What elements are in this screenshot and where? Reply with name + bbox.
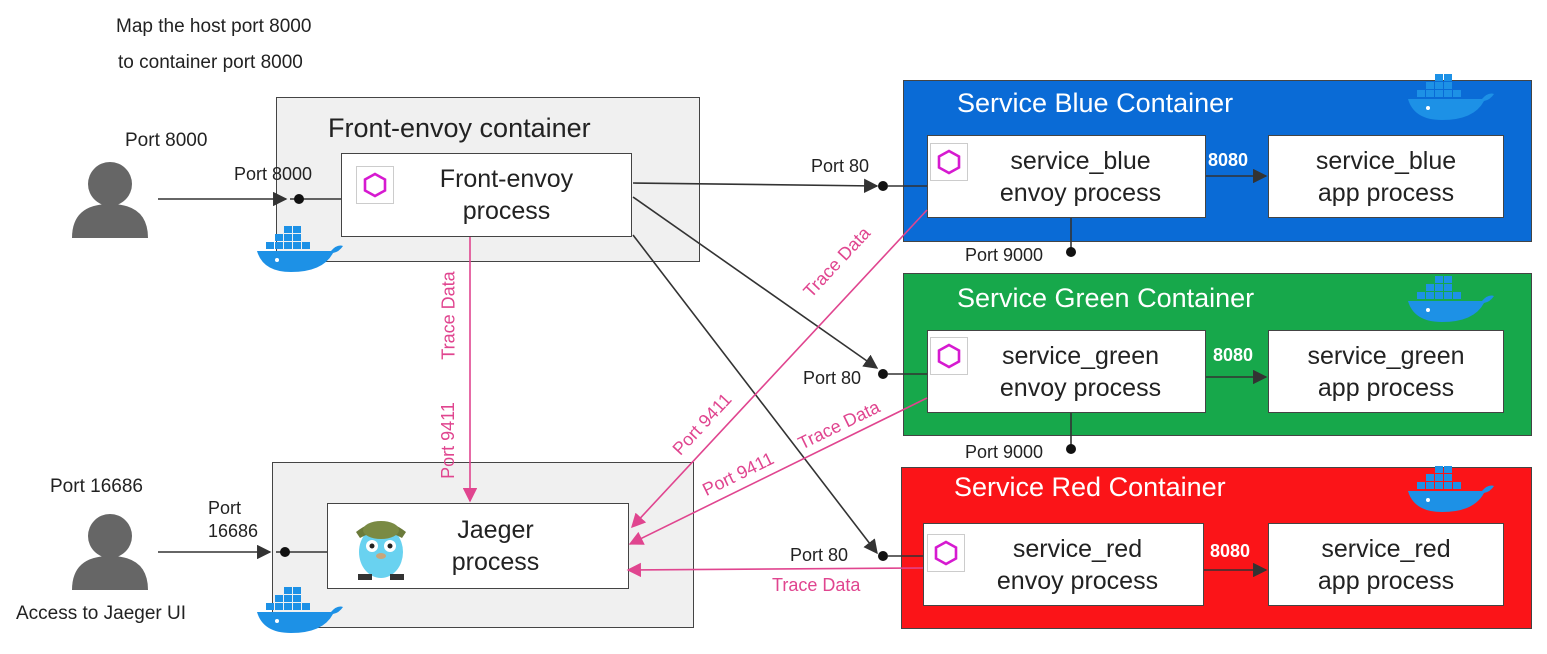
- map-note-line1: Map the host port 8000: [116, 16, 312, 37]
- service-blue-app-line2: app process: [1317, 178, 1455, 207]
- user-icon: [72, 162, 148, 238]
- service-green-admin-port: Port 9000: [965, 442, 1044, 462]
- service-green-envoy-line2: envoy process: [999, 373, 1162, 402]
- service-green-app-port: 8080: [1213, 345, 1254, 365]
- front-envoy-process-line2: process: [462, 197, 551, 225]
- map-note-line2: to container port 8000: [118, 52, 303, 73]
- green-admin-dot: [1066, 444, 1076, 454]
- front-to-blue-arrow: [632, 178, 879, 194]
- service-blue-container-title: Service Blue Container: [957, 88, 1234, 118]
- envoy-hexagon-icon: [930, 337, 968, 375]
- service-green-envoy-box: service_green envoy process: [927, 330, 1206, 413]
- jaeger-gopher-icon: [356, 521, 406, 580]
- front-envoy-port-label: Port 8000: [234, 164, 313, 184]
- docker-whale-icon: [1408, 276, 1494, 322]
- blue-trace-arrow: [631, 209, 928, 529]
- green-trace-arrow: [628, 397, 928, 545]
- service-red-envoy-box: service_red envoy process: [923, 523, 1204, 606]
- jaeger-process-line1: Jaeger: [457, 516, 534, 544]
- blue-admin-dot: [1066, 247, 1076, 257]
- blue-port-dot: [878, 181, 888, 191]
- user-icon: [72, 514, 148, 590]
- service-blue-app-line1: service_blue: [1315, 146, 1457, 175]
- service-red-app-box: service_red app process: [1268, 523, 1504, 606]
- jaeger-port-dot: [280, 547, 290, 557]
- user-port-16686-label: Port 16686: [50, 476, 143, 497]
- green-port-dot: [878, 369, 888, 379]
- front-trace-port-label: Port 9411: [437, 402, 458, 479]
- service-blue-envoy-line1: service_blue: [1010, 146, 1151, 175]
- service-blue-envoy-box: service_blue envoy process: [927, 135, 1206, 218]
- docker-whale-icon: [1408, 466, 1494, 512]
- front-envoy-process-line1: Front-envoy: [439, 165, 574, 193]
- service-red-envoy-line2: envoy process: [996, 566, 1159, 595]
- envoy-hexagon-icon: [930, 143, 968, 181]
- service-green-container-title: Service Green Container: [957, 283, 1255, 313]
- service-green-port-in: Port 80: [803, 368, 862, 388]
- user-port-8000-label: Port 8000: [125, 130, 208, 151]
- service-blue-app-port: 8080: [1208, 150, 1249, 170]
- service-green-app-line1: service_green: [1307, 341, 1465, 370]
- jaeger-port-line1: Port: [208, 498, 242, 518]
- service-red-app-port: 8080: [1210, 541, 1251, 561]
- service-green-envoy-line1: service_green: [1001, 341, 1159, 370]
- front-envoy-port-dot: [294, 194, 304, 204]
- envoy-hexagon-icon: [356, 166, 394, 204]
- service-green-app-box: service_green app process: [1268, 330, 1504, 413]
- service-red-port-in: Port 80: [790, 545, 849, 565]
- red-trace-label: Trace Data: [772, 575, 861, 595]
- front-envoy-container-title: Front-envoy container: [328, 113, 591, 143]
- jaeger-port-label: Port 16686: [208, 497, 258, 543]
- service-green-app-line2: app process: [1317, 373, 1455, 402]
- service-blue-app-box: service_blue app process: [1268, 135, 1504, 218]
- service-red-envoy-line1: service_red: [1012, 534, 1143, 563]
- service-blue-port-in: Port 80: [811, 156, 870, 176]
- service-red-app-line2: app process: [1317, 566, 1455, 595]
- service-red-container-title: Service Red Container: [954, 472, 1226, 502]
- access-jaeger-label: Access to Jaeger UI: [16, 603, 187, 624]
- docker-whale-icon: [257, 226, 343, 272]
- red-port-dot: [878, 551, 888, 561]
- service-red-app-line1: service_red: [1321, 534, 1451, 563]
- front-trace-label: Trace Data: [438, 271, 459, 360]
- service-blue-admin-port: Port 9000: [965, 245, 1044, 265]
- front-to-green-arrow: [632, 196, 879, 369]
- jaeger-process-line2: process: [451, 548, 540, 576]
- red-trace-arrow: [626, 562, 924, 578]
- docker-whale-icon: [257, 587, 343, 633]
- service-blue-envoy-line2: envoy process: [999, 178, 1162, 207]
- envoy-hexagon-icon: [927, 534, 965, 572]
- jaeger-port-line2: 16686: [208, 521, 259, 541]
- docker-whale-icon: [1408, 74, 1494, 120]
